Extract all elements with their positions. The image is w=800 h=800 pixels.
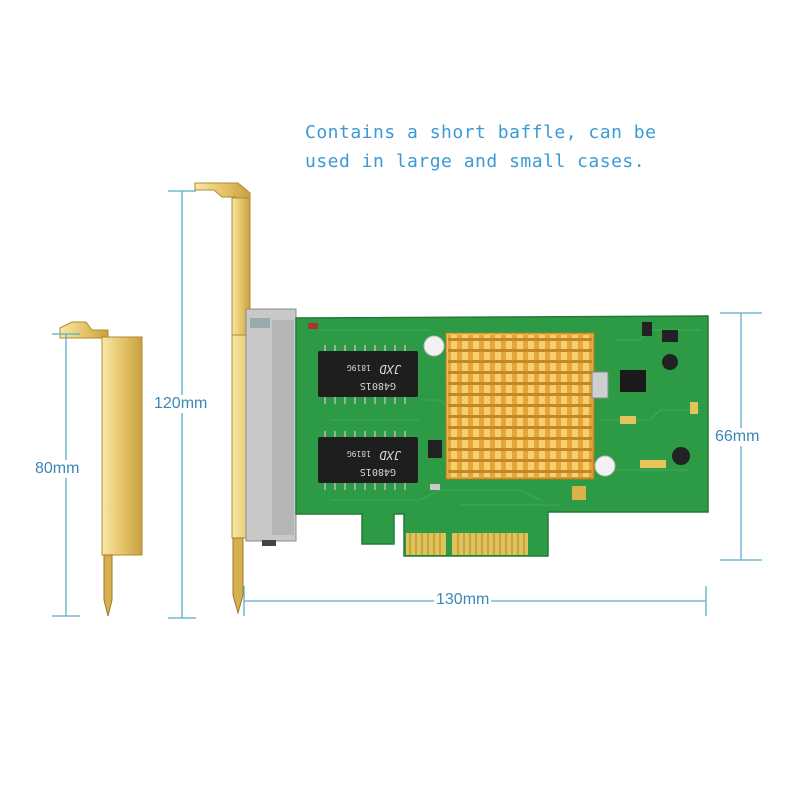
chip-top-line3: 1819G: [347, 363, 371, 372]
chip-bottom-line1: G4801S: [360, 466, 396, 477]
heatsink-pin-bottom: [594, 455, 616, 477]
chip-bottom-line3: 1819G: [347, 449, 371, 458]
card-length-dimension: 130mm: [434, 591, 492, 609]
caption-text: Contains a short baffle, can be used in …: [305, 122, 657, 172]
chip-bottom-line2: JXD: [379, 448, 402, 462]
chip-bottom: G4801S JXD 1819G: [318, 431, 418, 490]
short-bracket: [59, 321, 143, 617]
pcb-board: G4801S JXD 1819G G4801S JXD 1819G: [295, 315, 709, 557]
pcie-edge-connector: [406, 533, 528, 555]
rj45-ports: [245, 308, 297, 546]
short-bracket-dimension: 80mm: [33, 460, 82, 478]
card-height-dimension: 66mm: [713, 428, 762, 446]
heatsink-pin-top: [423, 335, 445, 357]
pcb-components: [308, 322, 698, 500]
chip-top: G4801S JXD 1819G: [318, 345, 418, 404]
heatsink: [423, 332, 616, 480]
chip-top-line1: G4801S: [360, 380, 396, 391]
full-bracket-dimension: 120mm: [152, 395, 210, 413]
chip-top-line2: JXD: [379, 362, 402, 376]
